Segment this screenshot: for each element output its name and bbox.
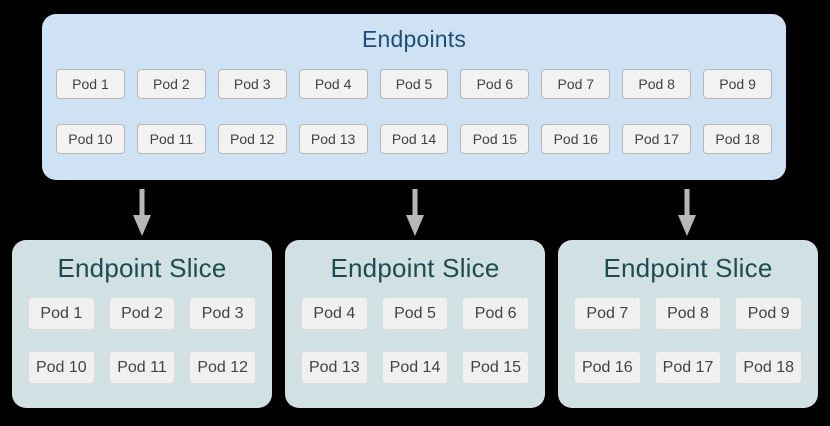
endpoints-pod-row-1: Pod 1 Pod 2 Pod 3 Pod 4 Pod 5 Pod 6 Pod … <box>56 69 773 99</box>
pod-11: Pod 11 <box>136 124 206 154</box>
pod-16: Pod 16 <box>574 351 641 384</box>
pod-1: Pod 1 <box>28 297 95 330</box>
endpoint-slice-title: Endpoint Slice <box>603 253 773 283</box>
endpoints-box: Endpoints Pod 1 Pod 2 Pod 3 Pod 4 Pod 5 … <box>42 14 786 180</box>
pod-3: Pod 3 <box>217 69 287 99</box>
pod-9: Pod 9 <box>703 69 773 99</box>
pod-17: Pod 17 <box>654 351 722 384</box>
pod-8: Pod 8 <box>622 69 692 99</box>
pod-10: Pod 10 <box>28 351 95 384</box>
pod-15: Pod 15 <box>462 351 530 384</box>
pod-14: Pod 14 <box>381 351 449 384</box>
down-arrow-icon <box>406 189 424 236</box>
pod-12: Pod 12 <box>217 124 287 154</box>
endpoint-slice-box-2: Endpoint Slice Pod 4 Pod 5 Pod 6 Pod 13 … <box>285 240 545 408</box>
pod-16: Pod 16 <box>541 124 611 154</box>
down-arrow-icon <box>678 189 696 236</box>
pod-6: Pod 6 <box>462 297 530 330</box>
pod-3: Pod 3 <box>189 297 257 330</box>
pod-1: Pod 1 <box>56 69 125 99</box>
slice-1-pod-row-2: Pod 10 Pod 11 Pod 12 <box>28 351 257 384</box>
endpoints-pod-row-2: Pod 10 Pod 11 Pod 12 Pod 13 Pod 14 Pod 1… <box>56 124 773 154</box>
pod-10: Pod 10 <box>56 124 125 154</box>
pod-13: Pod 13 <box>301 351 368 384</box>
slice-3-pod-row-2: Pod 16 Pod 17 Pod 18 <box>574 351 803 384</box>
pod-4: Pod 4 <box>298 69 368 99</box>
pod-2: Pod 2 <box>136 69 206 99</box>
pod-13: Pod 13 <box>298 124 368 154</box>
pod-17: Pod 17 <box>622 124 692 154</box>
pod-4: Pod 4 <box>301 297 368 330</box>
pod-9: Pod 9 <box>735 297 803 330</box>
pod-2: Pod 2 <box>108 297 176 330</box>
slice-2-pod-row-1: Pod 4 Pod 5 Pod 6 <box>301 297 530 330</box>
pod-11: Pod 11 <box>108 351 176 384</box>
slice-2-pod-row-2: Pod 13 Pod 14 Pod 15 <box>301 351 530 384</box>
endpoint-slice-box-3: Endpoint Slice Pod 7 Pod 8 Pod 9 Pod 16 … <box>558 240 818 408</box>
pod-12: Pod 12 <box>189 351 257 384</box>
down-arrow-icon <box>133 189 151 236</box>
pod-5: Pod 5 <box>379 69 449 99</box>
pod-14: Pod 14 <box>379 124 449 154</box>
pod-18: Pod 18 <box>703 124 773 154</box>
pod-6: Pod 6 <box>460 69 530 99</box>
slice-3-pod-row-1: Pod 7 Pod 8 Pod 9 <box>574 297 803 330</box>
pod-8: Pod 8 <box>654 297 722 330</box>
pod-15: Pod 15 <box>460 124 530 154</box>
pod-7: Pod 7 <box>574 297 641 330</box>
endpoints-title: Endpoints <box>361 26 467 52</box>
slice-1-pod-row-1: Pod 1 Pod 2 Pod 3 <box>28 297 257 330</box>
pod-5: Pod 5 <box>381 297 449 330</box>
endpoint-slice-title: Endpoint Slice <box>330 253 500 283</box>
pod-7: Pod 7 <box>541 69 611 99</box>
pod-18: Pod 18 <box>735 351 803 384</box>
endpoint-slice-title: Endpoint Slice <box>57 253 227 283</box>
endpoint-slice-box-1: Endpoint Slice Pod 1 Pod 2 Pod 3 Pod 10 … <box>12 240 272 408</box>
